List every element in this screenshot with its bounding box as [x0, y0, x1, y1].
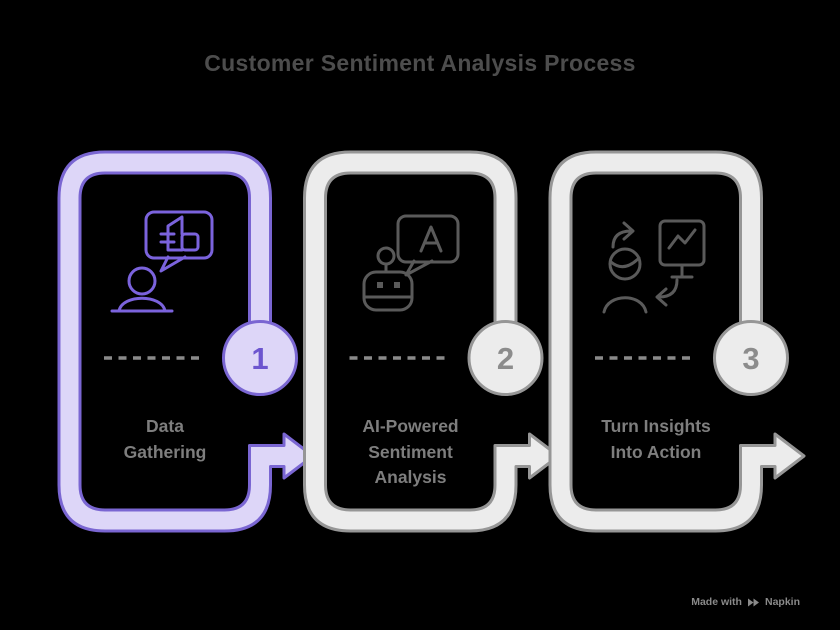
step-2-number: 2	[497, 341, 514, 376]
feedback-glyph	[159, 215, 184, 252]
speech-bubble	[144, 210, 214, 260]
step-1-number: 1	[251, 341, 268, 376]
speech-bubble-tail	[159, 255, 187, 273]
chart-line	[667, 228, 697, 250]
monitor-screen	[658, 219, 706, 267]
watermark-brand: Napkin	[764, 596, 800, 608]
robot-head	[362, 270, 414, 312]
step-3-number: 3	[742, 341, 759, 376]
chat-bubble-tail	[404, 259, 434, 277]
person-head	[608, 247, 642, 281]
robot-chat-letter-icon	[362, 214, 460, 312]
letter-a-glyph	[419, 225, 443, 253]
person-head-curve	[609, 256, 641, 269]
sync-arrow-bottom	[655, 278, 679, 307]
step-card-1	[57, 150, 315, 533]
sync-arrow-top	[611, 221, 635, 249]
watermark: Made with Napkin	[691, 596, 800, 608]
robot-eye-left	[377, 282, 383, 288]
person-shoulders	[110, 296, 174, 313]
step-card-3	[548, 150, 806, 533]
robot-eye-right	[394, 282, 400, 288]
page-title: Customer Sentiment Analysis Process	[204, 50, 636, 76]
step-1-label: Data Gathering	[123, 416, 207, 462]
watermark-prefix: Made with	[691, 596, 742, 608]
person-monitor-sync-icon	[602, 219, 706, 314]
person-feedback-speech-bubble-icon	[110, 210, 214, 313]
step-2-label: AI-Powered Sentiment Analysis	[362, 416, 459, 487]
person-head	[127, 266, 157, 296]
feedback-glyph-box	[180, 232, 200, 252]
step-3-label: Turn Insights Into Action	[601, 416, 711, 462]
chat-bubble	[396, 214, 460, 264]
napkin-logo-icon	[747, 598, 759, 606]
robot-antenna	[376, 246, 396, 266]
person-shoulders	[602, 296, 648, 314]
monitor-stand	[670, 263, 694, 279]
